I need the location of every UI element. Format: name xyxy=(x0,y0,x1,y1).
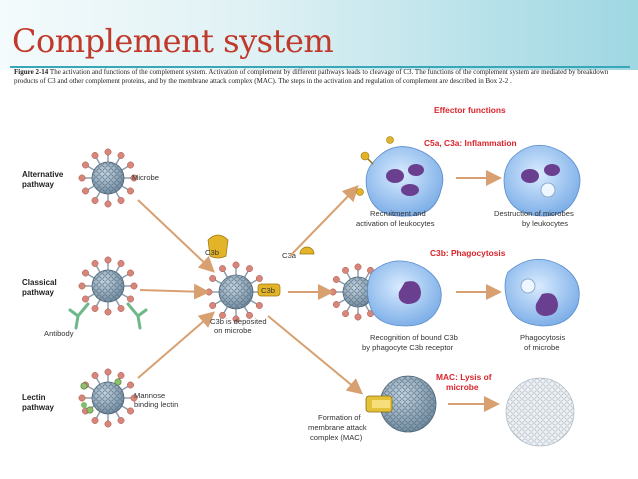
c3b-fragment-top: C3b xyxy=(205,234,229,259)
mac-title-2: microbe xyxy=(446,382,479,392)
leukocyte-destruction xyxy=(503,144,581,217)
lysed-microbe xyxy=(505,377,575,447)
arrow-to-mac xyxy=(267,315,364,395)
svg-text:pathway: pathway xyxy=(22,180,55,189)
mannose-label-1: Mannose xyxy=(134,391,165,400)
microbe-classical xyxy=(78,256,138,316)
deposited-label-1: C3b is deposited xyxy=(210,317,267,326)
arrow-alternative xyxy=(137,199,215,273)
alternative-pathway-label: Alternative pathway xyxy=(22,170,64,189)
deposited-label-2: on microbe xyxy=(214,326,252,335)
title-underline xyxy=(10,66,630,68)
svg-text:Alternative: Alternative xyxy=(22,170,64,179)
microbe-alternative xyxy=(78,148,138,208)
recognition-label-2: by phagocyte C3b receptor xyxy=(362,343,454,352)
svg-text:C3b: C3b xyxy=(261,286,275,295)
c3b-fragment-side: C3b xyxy=(257,283,281,297)
mannose-label-2: binding lectin xyxy=(134,400,178,409)
svg-text:C3b: C3b xyxy=(205,248,219,257)
microbe-lectin xyxy=(78,368,138,428)
microbe-recognition xyxy=(329,263,387,321)
classical-pathway-label: Classical pathway xyxy=(22,278,57,297)
arrow-classical xyxy=(139,283,210,300)
mac-title-1: MAC: Lysis of xyxy=(436,372,492,382)
formation-label-2: membrane attack xyxy=(308,423,367,432)
caption-text: The activation and functions of the comp… xyxy=(14,68,609,85)
phagocytosis-title: C3b: Phagocytosis xyxy=(430,248,506,258)
formation-label-3: complex (MAC) xyxy=(310,433,363,442)
title-band xyxy=(0,0,638,70)
destruction-label-2: by leukocytes xyxy=(522,219,568,228)
antibody-label: Antibody xyxy=(44,329,74,338)
arrow-lectin xyxy=(137,311,216,379)
svg-text:C3a: C3a xyxy=(282,251,297,260)
phago-label-2: of microbe xyxy=(524,343,559,352)
phagocyte-recognition xyxy=(367,260,442,327)
destruction-label-1: Destruction of microbes xyxy=(494,209,574,218)
effector-functions-title: Effector functions xyxy=(434,105,506,115)
svg-text:Lectin: Lectin xyxy=(22,393,46,402)
svg-text:pathway: pathway xyxy=(22,288,55,297)
leukocyte-recruitment xyxy=(356,136,444,217)
microbe-label: Microbe xyxy=(132,173,159,182)
mac-complex xyxy=(365,375,437,433)
figure-number: Figure 2-14 xyxy=(14,68,49,76)
c3a-fragment: C3a xyxy=(282,246,315,260)
microbe-c3b-deposited xyxy=(205,261,267,323)
lectin-pathway-label: Lectin pathway xyxy=(22,393,55,412)
mannose-lectin-icon xyxy=(80,378,122,414)
phagocyte-engulfing xyxy=(504,258,580,327)
arrow-to-inflammation xyxy=(289,185,359,257)
inflammation-title: C5a, C3a: Inflammation xyxy=(424,138,517,148)
slide-title: Complement system xyxy=(12,22,334,60)
phago-label-1: Phagocytosis xyxy=(520,333,565,342)
recognition-label-1: Recognition of bound C3b xyxy=(370,333,458,342)
recruitment-label-1: Recruitment and xyxy=(370,209,426,218)
figure-caption: Figure 2-14 The activation and functions… xyxy=(14,68,624,86)
svg-text:pathway: pathway xyxy=(22,403,55,412)
svg-text:Classical: Classical xyxy=(22,278,57,287)
recruitment-label-2: activation of leukocytes xyxy=(356,219,435,228)
formation-label-1: Formation of xyxy=(318,413,362,422)
antibody-icon xyxy=(68,302,148,330)
